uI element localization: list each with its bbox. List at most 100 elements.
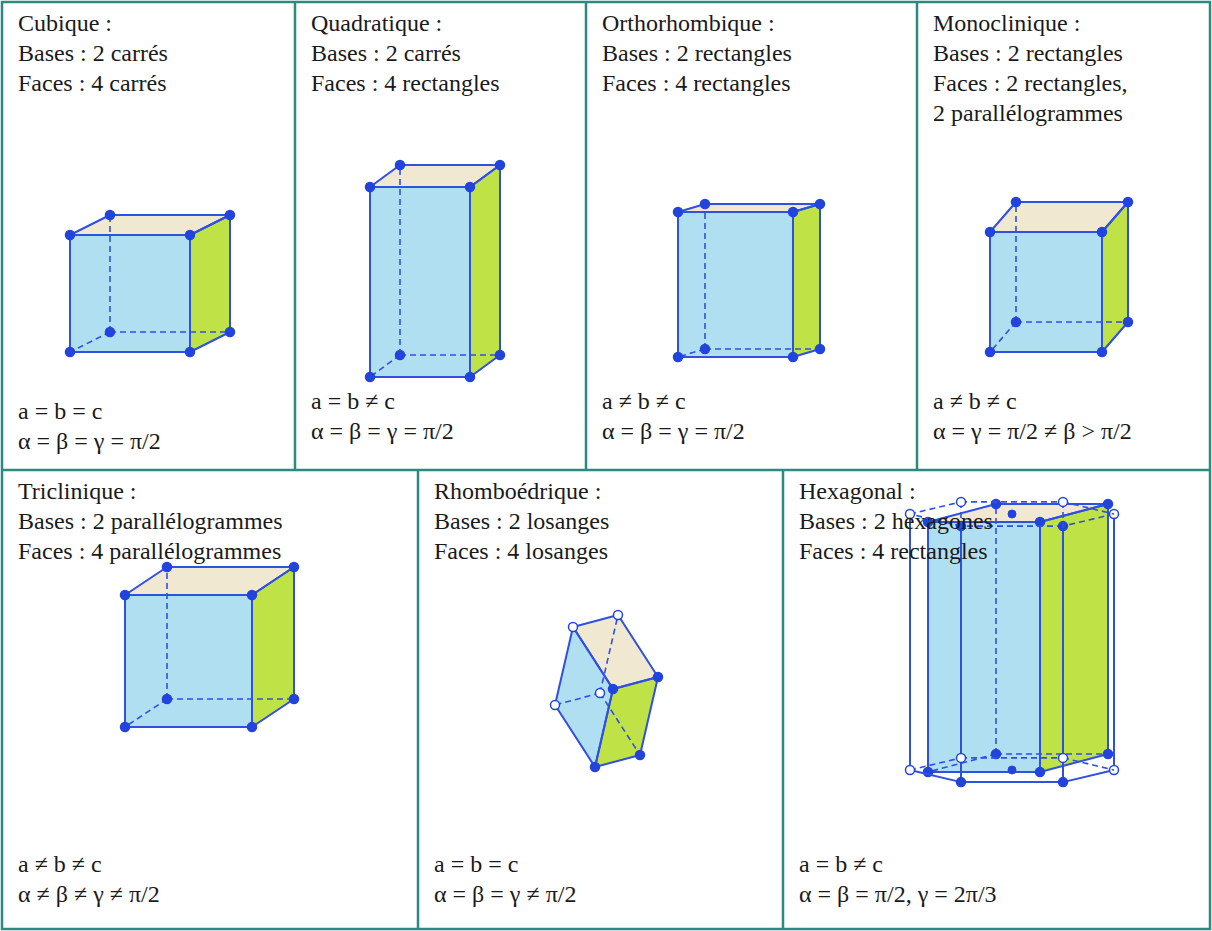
table-rule [294, 2, 297, 470]
cell-header: Cubique :Bases : 2 carrésFaces : 4 carré… [18, 8, 287, 98]
vertex-dot [1124, 198, 1133, 207]
face-description: Faces : 4 parallélogrammes [18, 536, 410, 566]
center-dot [1008, 766, 1016, 774]
system-name: Triclinique : [18, 476, 410, 506]
system-name: Hexagonal : [799, 476, 1202, 506]
hex-bottom-edge [961, 781, 1063, 783]
lattice-parameters: α = β = γ ≠ π/2 [434, 879, 775, 909]
vertex-dot [1104, 750, 1113, 759]
side-face [793, 204, 820, 357]
front-face [990, 232, 1102, 352]
face-description: Bases : 2 rectangles [933, 38, 1202, 68]
vertex-dot [674, 208, 683, 217]
face-description: Bases : 2 carrés [311, 38, 578, 68]
hex-top-edge [1063, 514, 1114, 526]
edge [125, 595, 252, 727]
vertex-dot [121, 723, 130, 732]
table-rule [2, 469, 1210, 472]
vertex-dot [466, 183, 475, 192]
crystal-system-cell: Orthorhombique :Bases : 2 rectanglesFace… [586, 2, 917, 470]
vertex-dot [609, 685, 618, 694]
system-name: Rhomboédrique : [434, 476, 775, 506]
face-description: Bases : 2 parallélogrammes [18, 506, 410, 536]
hex-bottom-edge [961, 757, 1063, 759]
hex-top-edge [961, 501, 1063, 503]
side-face [470, 165, 500, 377]
crystal-cell [986, 198, 1133, 357]
vertex-dot [591, 763, 600, 772]
edge [370, 165, 500, 187]
hidden-edge [996, 753, 1108, 755]
lattice-parameters: α = β = γ = π/2 [602, 416, 909, 446]
vertex-dot [66, 348, 75, 357]
face-description: Faces : 4 rectangles [799, 536, 1202, 566]
hidden-edge [399, 165, 401, 355]
crystal-system-cell: Monoclinique :Bases : 2 rectanglesFaces … [917, 2, 1210, 470]
face-description: Bases : 2 carrés [18, 38, 287, 68]
vertex-dot [466, 373, 475, 382]
hidden-edge [370, 355, 400, 377]
system-name: Orthorhombique : [602, 8, 909, 38]
cell-formulas: a = b ≠ cα = β = γ = π/2 [311, 386, 578, 446]
vertex-dot [248, 723, 257, 732]
vertex-dot [396, 161, 405, 170]
edge [555, 627, 613, 767]
cell-header: Quadratique :Bases : 2 carrésFaces : 4 r… [311, 8, 578, 98]
vertex-dot [551, 701, 560, 710]
vertex-dot [1036, 768, 1045, 777]
crystal-cell [66, 211, 235, 357]
hex-bottom-edge [910, 770, 961, 782]
vertex-dot [226, 211, 235, 220]
face-description: Bases : 2 hexagones [799, 506, 1202, 536]
vertex-dot [636, 751, 645, 760]
hidden-edge [400, 354, 500, 356]
vertex-dot [1104, 500, 1113, 509]
cell-header: Monoclinique :Bases : 2 rectanglesFaces … [933, 8, 1202, 128]
vertex-dot [1098, 348, 1107, 357]
face-description: Bases : 2 rectangles [602, 38, 909, 68]
vertex-dot [569, 623, 578, 632]
edge [70, 235, 190, 352]
cell-formulas: a ≠ b ≠ cα = β = γ = π/2 [602, 386, 909, 446]
cell-header: Orthorhombique :Bases : 2 rectanglesFace… [602, 8, 909, 98]
crystal-cell [674, 200, 825, 362]
hidden-edge [995, 504, 997, 754]
edge [1102, 202, 1128, 352]
table-rule [782, 470, 785, 929]
vertex-dot [1059, 497, 1068, 506]
vertex-dot [957, 497, 966, 506]
front-face [370, 187, 470, 377]
vertex-dot [1059, 753, 1068, 762]
lattice-parameters: α ≠ β ≠ γ ≠ π/2 [18, 879, 410, 909]
system-name: Monoclinique : [933, 8, 1202, 38]
vertex-dot [186, 231, 195, 240]
table-rule [585, 2, 588, 470]
hidden-edge [70, 332, 110, 352]
vertex-dot [1098, 228, 1107, 237]
face-description: Bases : 2 losanges [434, 506, 775, 536]
hidden-edge [990, 322, 1016, 352]
vertex-dot [163, 695, 172, 704]
vertex-dot [957, 778, 966, 787]
crystal-system-cell: Cubique :Bases : 2 carrésFaces : 4 carré… [2, 2, 295, 470]
hex-bottom-edge [1063, 770, 1114, 782]
cell-formulas: a ≠ b ≠ cα = γ = π/2 ≠ β > π/2 [933, 386, 1202, 446]
cell-header: Triclinique :Bases : 2 parallélogrammesF… [18, 476, 410, 566]
vertex-dot [1012, 198, 1021, 207]
crystal-cell [121, 563, 299, 732]
hidden-edge [600, 693, 640, 755]
vertex-dot [290, 563, 299, 572]
front-face [678, 212, 793, 357]
crystal-system-cell: Rhomboédrique :Bases : 2 losangesFaces :… [418, 470, 783, 929]
top-face [573, 615, 658, 689]
top-face [125, 567, 294, 595]
vertex-dot [789, 208, 798, 217]
face-description: Faces : 4 carrés [18, 68, 287, 98]
system-name: Cubique : [18, 8, 287, 38]
vertex-dot [496, 351, 505, 360]
edge [678, 212, 793, 357]
lattice-parameters: a = b ≠ c [311, 386, 578, 416]
cell-header: Rhomboédrique :Bases : 2 losangesFaces :… [434, 476, 775, 566]
